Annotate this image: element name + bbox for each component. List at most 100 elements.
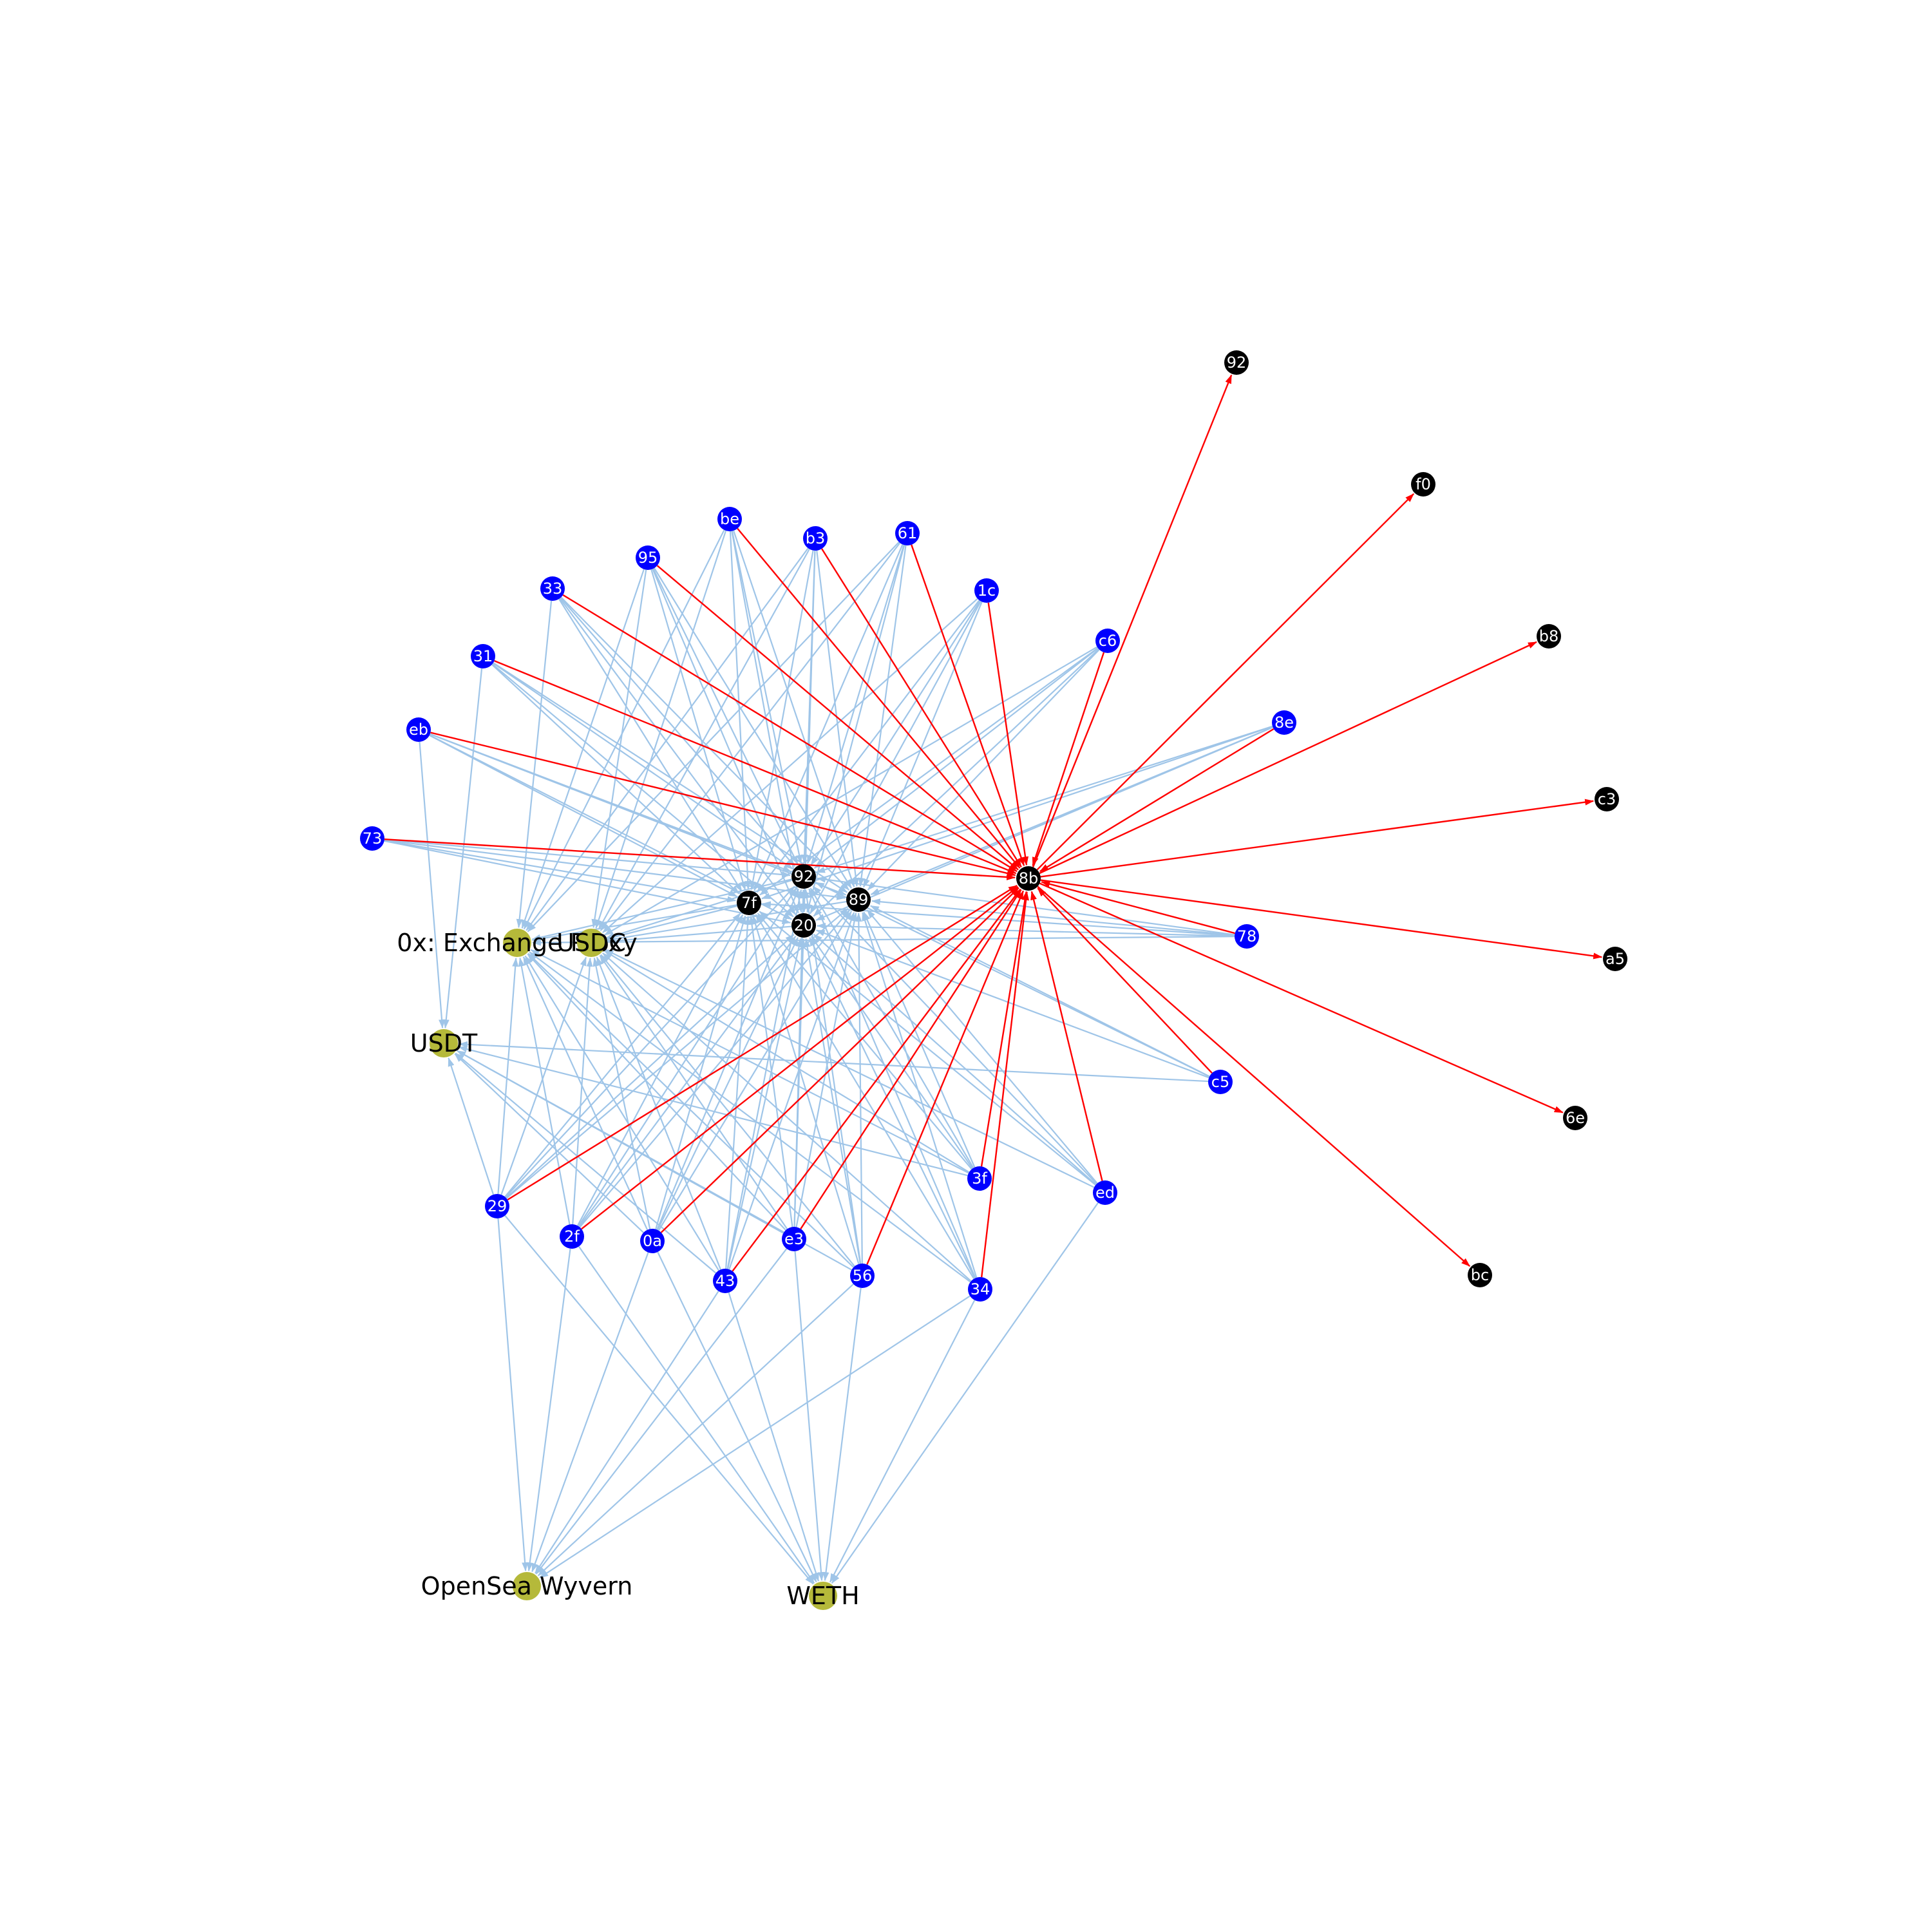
flow-edge	[604, 949, 1095, 1188]
flow-edge	[497, 957, 519, 1195]
flow-edge	[733, 530, 855, 888]
node-wallet: 2f	[560, 1224, 584, 1249]
flow-edge	[598, 549, 810, 930]
flow-edge	[602, 952, 972, 1282]
flow-edge	[576, 914, 744, 1226]
flow-edge	[531, 904, 737, 942]
flow-edge	[759, 647, 1099, 896]
flow-edges	[384, 529, 1273, 1585]
flow-edge	[801, 550, 816, 913]
flow-edge	[527, 541, 900, 933]
flow-edge	[596, 956, 722, 1270]
node-target: 6e	[1563, 1106, 1587, 1130]
flow-edge	[822, 1287, 862, 1582]
flow-edge	[526, 1248, 571, 1572]
flow-edge	[603, 950, 970, 1173]
flow-edge	[816, 922, 1235, 937]
node-circle	[803, 526, 828, 551]
node-circle	[1603, 947, 1627, 971]
node-circle	[360, 826, 384, 851]
highlight-edges	[384, 374, 1603, 1278]
node-label: b8	[1539, 627, 1559, 645]
flow-edge	[869, 905, 1210, 1077]
node-circle	[974, 578, 999, 603]
flow-edge	[863, 911, 976, 1168]
node-label: c5	[1211, 1073, 1229, 1091]
node-label: 1c	[978, 582, 996, 600]
node-target: 20	[791, 913, 816, 938]
flow-edge	[535, 1248, 788, 1575]
node-circle	[809, 1582, 837, 1610]
node-circle	[895, 521, 920, 545]
node-label: 43	[715, 1272, 735, 1290]
node-label: 92	[794, 867, 814, 886]
flow-edge	[658, 911, 853, 1231]
node-circle	[967, 1166, 992, 1191]
node-label: USDT	[410, 1029, 478, 1057]
highlight-edge-in	[732, 888, 1021, 1272]
node-wallet: 95	[636, 545, 660, 570]
node-circle	[791, 913, 816, 938]
highlight-edge-in	[430, 732, 1016, 876]
node-target: 89	[846, 887, 871, 912]
flow-edge	[803, 889, 862, 1264]
highlight-edge-in	[1039, 728, 1274, 873]
node-circle	[1093, 1180, 1117, 1205]
highlight-edge-in	[562, 594, 1018, 873]
node-target: a5	[1603, 947, 1627, 971]
flow-edge	[804, 938, 861, 1264]
flow-edge	[500, 956, 587, 1195]
node-circle	[636, 545, 660, 570]
node-label: c3	[1598, 790, 1616, 808]
flow-edge	[602, 598, 978, 933]
flow-edge	[810, 600, 981, 866]
node-circle	[782, 1227, 806, 1251]
flow-edge	[448, 1057, 495, 1195]
highlight-edge-in	[507, 885, 1018, 1201]
flow-edge	[572, 957, 593, 1225]
flow-edge	[655, 915, 746, 1230]
node-target: 92	[791, 864, 816, 889]
flow-edge	[809, 936, 976, 1279]
flow-edge	[527, 953, 786, 1231]
node-wallet: c6	[1095, 629, 1120, 653]
flow-edge	[600, 954, 855, 1267]
flow-edge	[750, 550, 814, 891]
flow-edge	[504, 1215, 814, 1585]
highlight-edge-in	[821, 548, 1022, 868]
highlight-edge-in	[866, 890, 1025, 1265]
node-label: a5	[1605, 950, 1625, 968]
node-target: b8	[1537, 624, 1561, 649]
flow-edge	[458, 1046, 968, 1177]
flow-edge	[599, 954, 788, 1229]
node-target: bc	[1468, 1263, 1492, 1287]
node-label: 0a	[643, 1232, 662, 1250]
flow-edge	[384, 839, 846, 900]
node-wallet: e3	[782, 1227, 806, 1251]
flow-edge	[429, 734, 793, 920]
node-label: 34	[971, 1280, 990, 1298]
highlight-edge-in	[384, 838, 1016, 880]
flow-edge	[866, 909, 1098, 1184]
flow-edge	[578, 887, 797, 1227]
highlight-edge-out	[1040, 799, 1595, 878]
node-target: 7f	[737, 891, 761, 915]
node-label: bc	[1471, 1266, 1489, 1284]
flow-edge	[756, 600, 980, 893]
node-label: 29	[488, 1197, 507, 1215]
flow-edge	[455, 1052, 717, 1274]
flow-edge	[592, 957, 651, 1229]
flow-edge	[810, 601, 981, 914]
flow-edge	[605, 925, 792, 944]
flow-edge	[442, 668, 483, 1029]
node-label: 8b	[1019, 869, 1039, 887]
flow-edge	[813, 934, 1097, 1186]
node-wallet: 0a	[640, 1229, 665, 1253]
node-circle	[850, 1264, 875, 1288]
highlight-edge-in	[1030, 891, 1103, 1181]
node-wallet: be	[717, 507, 742, 531]
node-target: 8b	[1016, 866, 1041, 891]
flow-edge	[657, 937, 799, 1231]
